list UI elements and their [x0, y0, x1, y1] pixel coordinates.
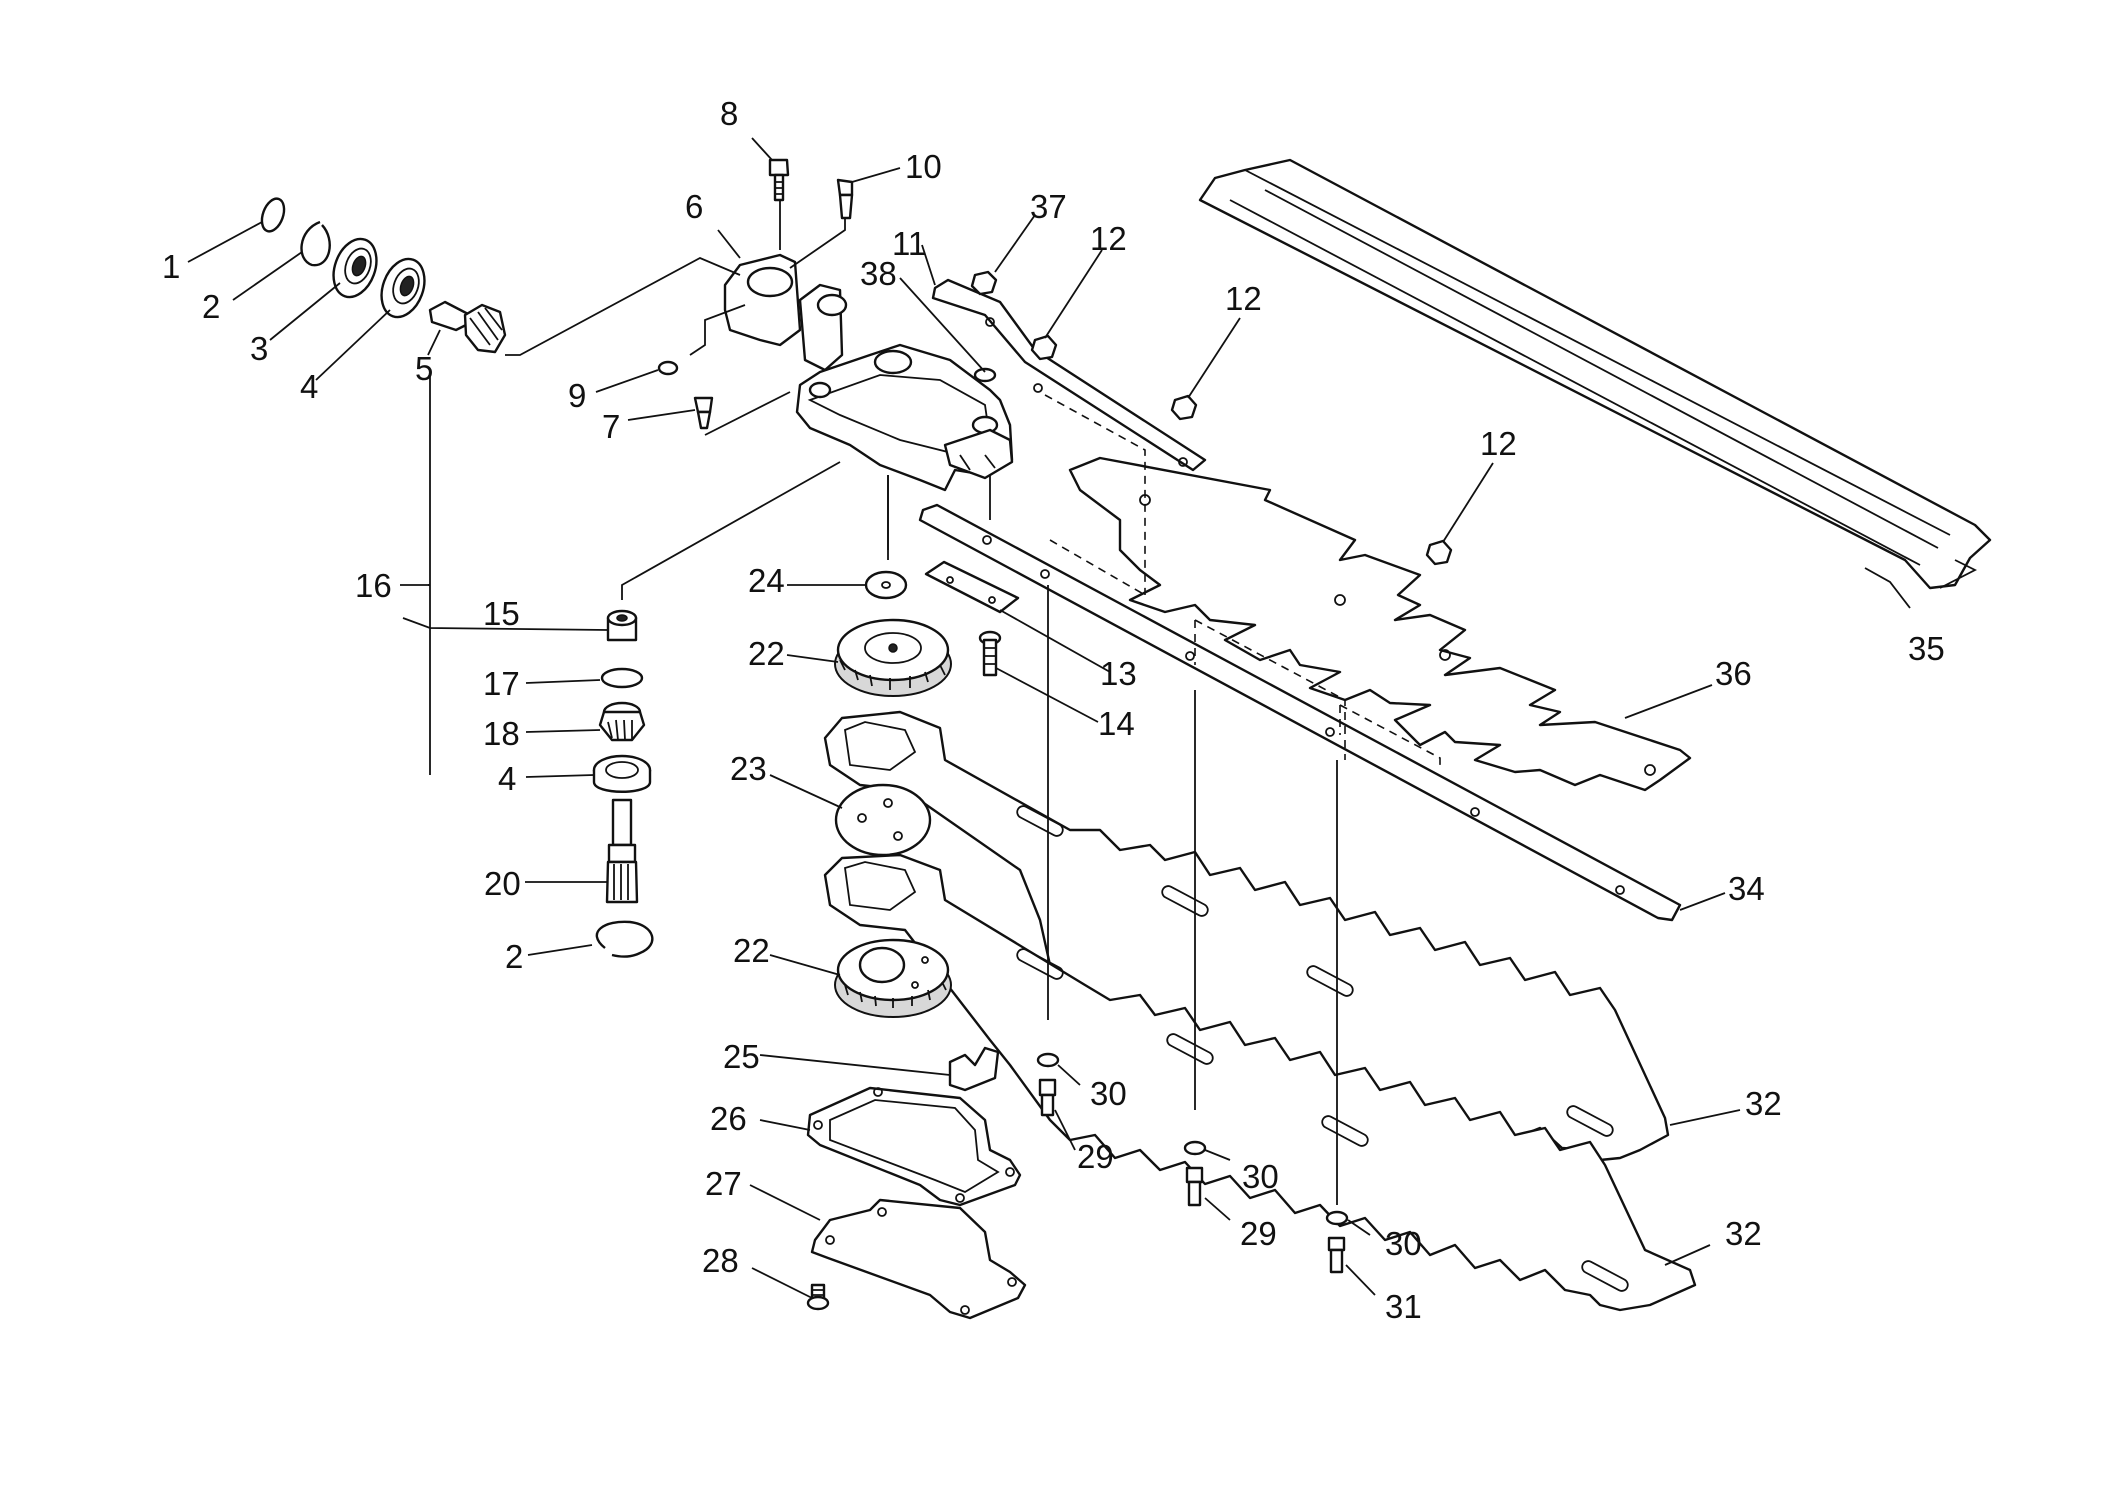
part-9-washer	[657, 360, 679, 376]
callout-20: 20	[484, 865, 521, 902]
part-11-bracket-strip	[931, 278, 1207, 472]
part-8-bolt	[768, 158, 790, 202]
callout-18: 18	[483, 715, 520, 752]
part-6-gearbox-housing	[723, 253, 1014, 492]
part-10-grease-nipple	[836, 178, 854, 220]
part-1-snap-ring	[260, 197, 286, 233]
callout-37: 37	[1030, 188, 1067, 225]
callout-4: 4	[300, 368, 318, 405]
part-37-nut	[970, 270, 998, 296]
callout-8: 8	[720, 95, 738, 132]
callout-10: 10	[905, 148, 942, 185]
callout-35: 35	[1908, 630, 1945, 667]
callout-38: 38	[860, 255, 897, 292]
callout-27: 27	[705, 1165, 742, 1202]
callout-17: 17	[483, 665, 520, 702]
callout-14: 14	[1098, 705, 1135, 742]
callout-1: 1	[162, 248, 180, 285]
callout-4-b: 4	[498, 760, 516, 797]
part-30-washer-a	[1036, 1052, 1060, 1068]
part-35-blade-cover	[1198, 158, 1992, 590]
part-38-washer	[973, 367, 997, 383]
callout-32-b: 32	[1725, 1215, 1762, 1252]
callout-31: 31	[1385, 1288, 1422, 1325]
part-29-bolt-a	[1038, 1078, 1057, 1117]
callout-30-c: 30	[1385, 1225, 1422, 1262]
part-22-lower-gear	[834, 938, 952, 1018]
part-30-washer-c	[1325, 1210, 1349, 1226]
callout-12-c: 12	[1480, 425, 1517, 462]
part-12-nut-a	[1030, 334, 1058, 361]
callout-15: 15	[483, 595, 520, 632]
callout-24: 24	[748, 562, 785, 599]
callout-22-b: 22	[733, 932, 770, 969]
callout-16: 16	[355, 567, 392, 604]
part-12-nut-c	[1425, 539, 1453, 566]
part-5-pinion-shaft	[428, 300, 507, 354]
part-2-circlip-lower	[595, 920, 654, 958]
hidden-lines	[1044, 394, 1441, 765]
part-30-washer-b	[1183, 1140, 1207, 1156]
part-12-nut-b	[1170, 394, 1198, 421]
leader-lines	[187, 137, 1911, 1299]
callout-32-a: 32	[1745, 1085, 1782, 1122]
part-28-screw	[806, 1283, 830, 1311]
callout-2: 2	[202, 288, 220, 325]
callout-25: 25	[723, 1038, 760, 1075]
callout-7: 7	[602, 408, 620, 445]
callout-23: 23	[730, 750, 767, 787]
part-22-upper-gear	[834, 618, 952, 697]
callout-labels: 1 2 3 4 5 6 8 10 9 7 11 38 37 12 12 12 3…	[162, 95, 1945, 1325]
callout-5: 5	[415, 350, 433, 387]
callout-26: 26	[710, 1100, 747, 1137]
part-34-flat-bar	[918, 503, 1682, 922]
part-17-snap-ring	[600, 667, 644, 689]
callout-30-b: 30	[1242, 1158, 1279, 1195]
part-15-bushing	[606, 609, 638, 642]
part-18-bevel-gear	[598, 701, 646, 742]
part-24-washer	[864, 570, 908, 600]
part-4-bearing-lower	[592, 754, 652, 793]
callout-11: 11	[892, 225, 926, 262]
part-13-small-plate	[924, 560, 1020, 614]
callout-3: 3	[250, 330, 268, 367]
callout-12-b: 12	[1225, 280, 1262, 317]
callout-13: 13	[1100, 655, 1137, 692]
part-7-grease-nipple	[693, 396, 714, 430]
callout-30-a: 30	[1090, 1075, 1127, 1112]
callout-29-b: 29	[1240, 1215, 1277, 1252]
part-23-plate	[834, 783, 932, 857]
part-14-bolt	[978, 630, 1002, 677]
callout-34: 34	[1728, 870, 1765, 907]
callout-12-a: 12	[1090, 220, 1127, 257]
part-32-lower-cutter-blade	[823, 853, 1697, 1312]
part-4-bearing-upper	[380, 257, 426, 319]
part-31-bolt	[1327, 1236, 1346, 1274]
part-36-blade-plate	[1068, 456, 1692, 792]
part-3-bearing	[332, 237, 378, 299]
callout-36: 36	[1715, 655, 1752, 692]
callout-29-a: 29	[1077, 1138, 1114, 1175]
callout-6: 6	[685, 188, 703, 225]
part-2-circlip	[300, 220, 331, 267]
part-25-clip	[948, 1046, 1000, 1092]
part-29-bolt-b	[1185, 1166, 1204, 1207]
part-20-shaft	[605, 798, 639, 904]
part-27-cover-plate	[810, 1198, 1027, 1320]
part-26-gasket	[806, 1086, 1022, 1207]
callout-2-b: 2	[505, 938, 523, 975]
callout-9: 9	[568, 377, 586, 414]
callout-22-a: 22	[748, 635, 785, 672]
callout-28: 28	[702, 1242, 739, 1279]
